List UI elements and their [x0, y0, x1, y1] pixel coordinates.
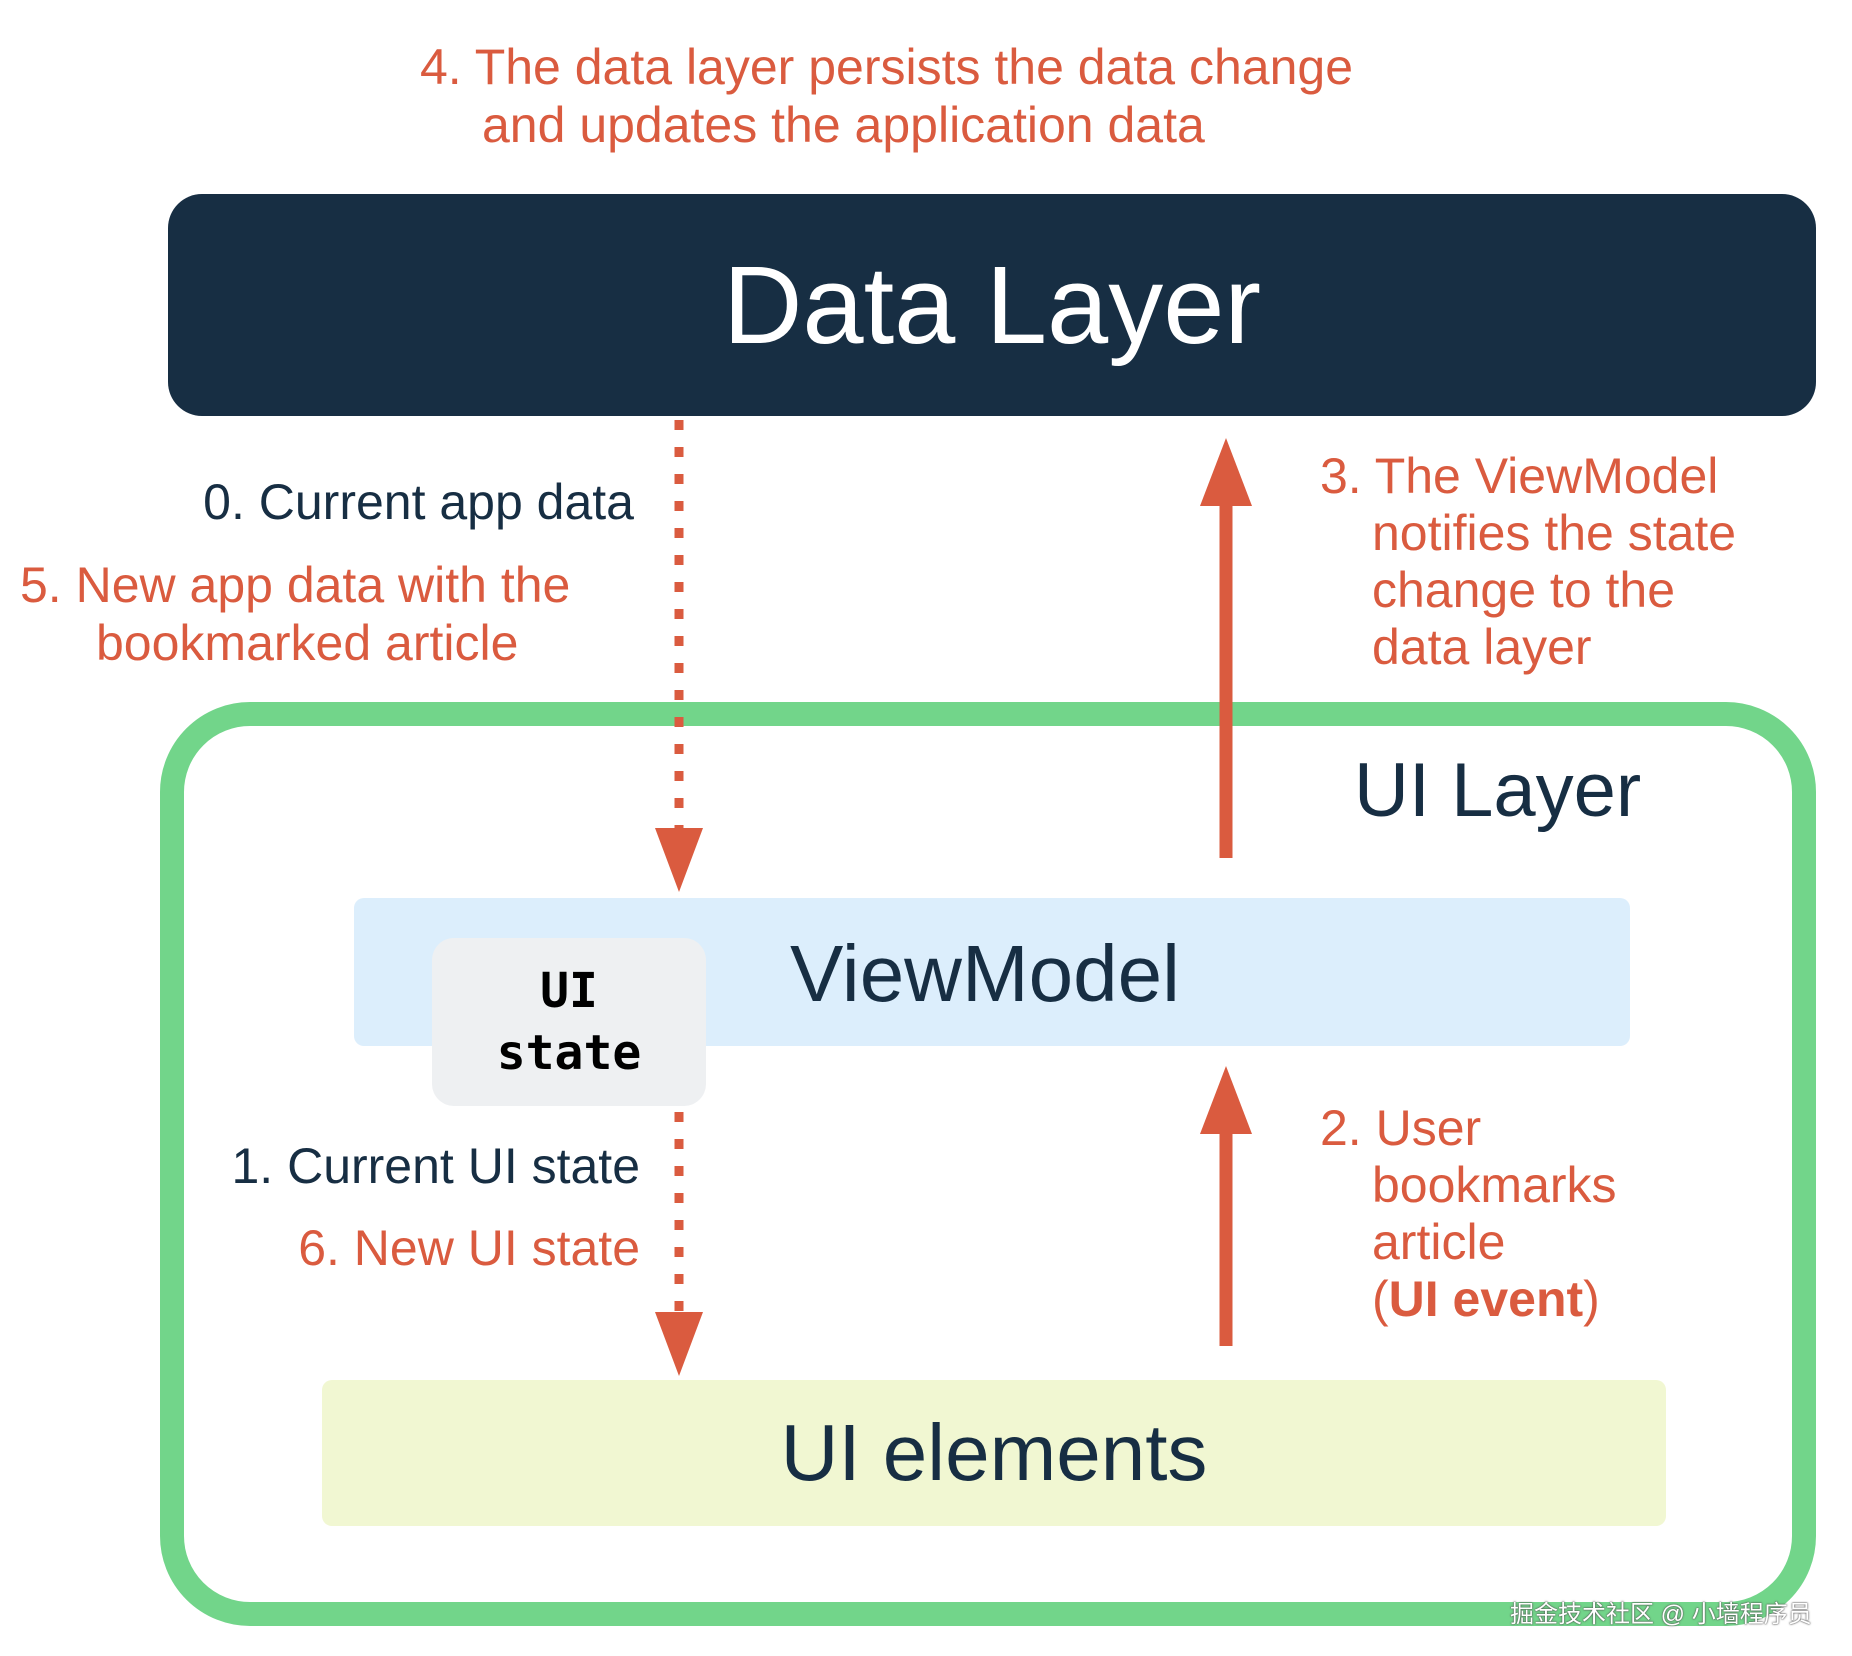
step-2-paren-close: ): [1583, 1271, 1600, 1327]
step-3-line-4: data layer: [1372, 619, 1592, 675]
ui-state-box: UI state: [432, 938, 706, 1106]
ui-elements-box: UI elements: [322, 1380, 1666, 1526]
step-0-caption: 0. Current app data: [203, 474, 634, 530]
data-layer-label: Data Layer: [722, 243, 1262, 367]
step-5-line-1: 5. New app data with the: [20, 557, 571, 613]
step-4-caption: 4. The data layer persists the data chan…: [420, 38, 1540, 154]
step-2-caption: 2. User bookmarks article (UI event): [1320, 1100, 1820, 1328]
step-4-line-1: 4. The data layer persists the data chan…: [420, 39, 1354, 95]
step-2-line-1: 2. User: [1320, 1100, 1482, 1156]
step-3-line-1: 3. The ViewModel: [1320, 448, 1719, 504]
step-3-line-3: change to the: [1372, 562, 1676, 618]
solid-arrow-elements-to-viewmodel-head: [1200, 1066, 1252, 1134]
viewmodel-label: ViewModel: [790, 929, 1180, 1018]
step-6-caption: 6. New UI state: [298, 1220, 640, 1276]
ui-layer-label: UI Layer: [1354, 748, 1642, 833]
data-layer-box: Data Layer: [168, 194, 1816, 416]
step-4-line-2: and updates the application data: [482, 97, 1205, 153]
step-2-line-2: bookmarks: [1372, 1157, 1617, 1213]
ui-state-line-2: state: [496, 1025, 642, 1081]
step-2-ui-event: UI event: [1388, 1271, 1584, 1327]
step-2-paren-open: (: [1372, 1271, 1389, 1327]
dotted-arrow-state-to-elements-head: [655, 1312, 703, 1376]
step-5-line-2: bookmarked article: [96, 615, 519, 671]
watermark: 掘金技术社区 @ 小墙程序员: [1510, 1601, 1812, 1628]
ui-state-line-1: UI: [540, 963, 598, 1019]
step-2-line-4: (UI event): [1320, 1271, 1820, 1328]
step-1-caption: 1. Current UI state: [231, 1138, 641, 1194]
step-3-caption: 3. The ViewModel notifies the state chan…: [1320, 448, 1820, 676]
ui-elements-label: UI elements: [780, 1408, 1208, 1497]
dotted-arrow-data-to-viewmodel-head: [655, 828, 703, 892]
step-5-caption: 5. New app data with the bookmarked arti…: [20, 556, 634, 672]
solid-arrow-viewmodel-to-data-head: [1200, 438, 1252, 506]
step-2-line-3: article: [1372, 1214, 1506, 1270]
step-3-line-2: notifies the state: [1372, 505, 1737, 561]
